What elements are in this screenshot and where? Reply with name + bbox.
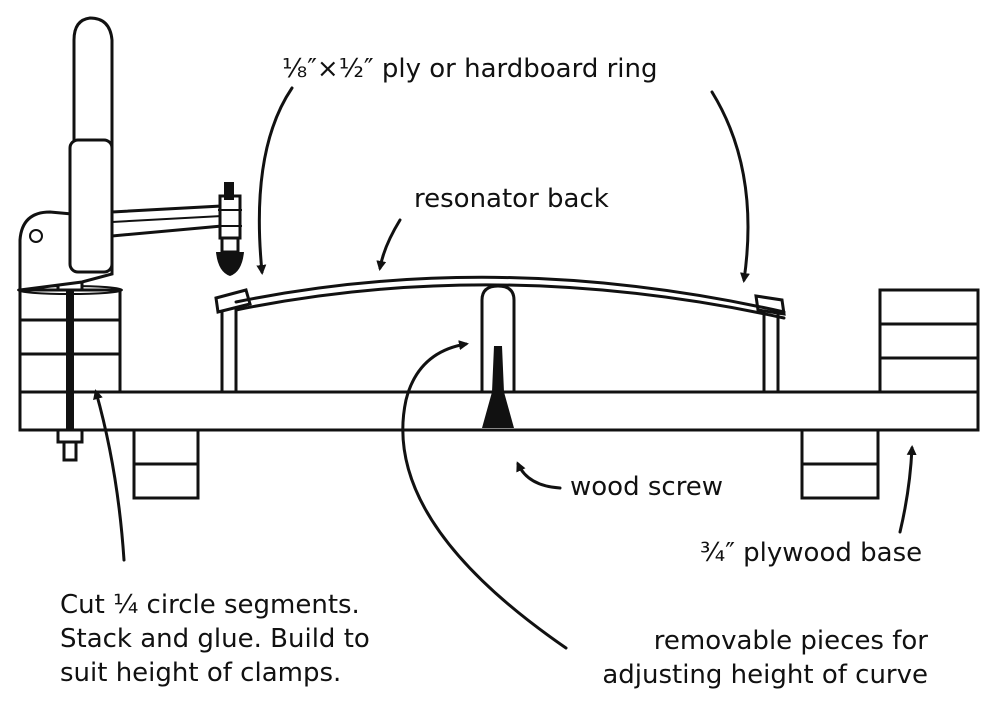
right-segment-stack xyxy=(878,288,980,394)
right-under-block xyxy=(800,428,880,500)
left-under-block xyxy=(132,428,200,500)
ring-arrow-left xyxy=(256,86,294,275)
ring-arrow-right xyxy=(710,90,750,283)
left-ring-post xyxy=(214,288,252,394)
right-ring-post xyxy=(754,294,786,394)
resonator-arrow xyxy=(376,218,402,271)
base-arrow xyxy=(898,445,917,534)
removable-arrow xyxy=(401,340,568,650)
removable-label: removable pieces for adjusting height of… xyxy=(572,624,928,692)
segments-label: Cut ¼ circle segments. Stack and glue. B… xyxy=(60,588,370,690)
base-label: ¾″ plywood base xyxy=(700,538,923,568)
screw-label: wood screw xyxy=(570,472,724,502)
removable-line-1: removable pieces for xyxy=(653,626,928,656)
segments-line-2: Stack and glue. Build to xyxy=(60,624,370,654)
screw-arrow xyxy=(516,461,562,490)
center-support xyxy=(480,284,516,428)
ring-label: ⅛″×½″ ply or hardboard ring xyxy=(282,54,658,84)
resonator-label: resonator back xyxy=(414,184,609,214)
toggle-clamp xyxy=(18,16,244,292)
segments-line-1: Cut ¼ circle segments. xyxy=(60,590,360,620)
segments-line-3: suit height of clamps. xyxy=(60,658,342,688)
resonator-back xyxy=(234,275,786,320)
segments-arrow xyxy=(93,389,126,562)
removable-line-2: adjusting height of curve xyxy=(602,660,928,690)
